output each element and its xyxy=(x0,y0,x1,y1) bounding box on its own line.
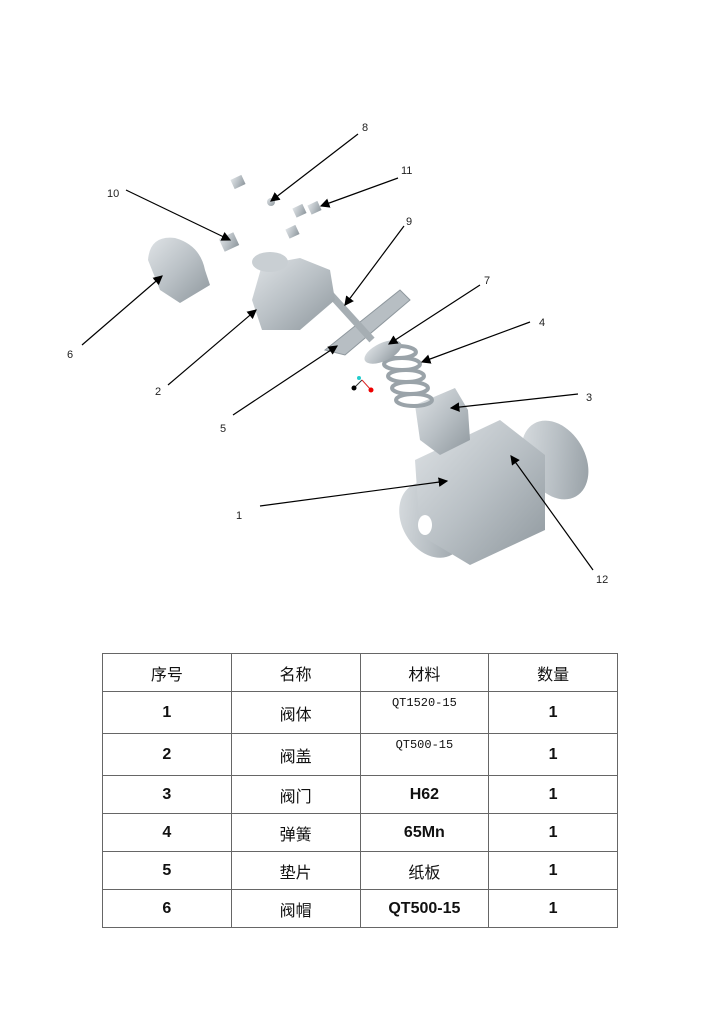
cell-name: 弹簧 xyxy=(230,813,361,852)
table-row: 6 阀帽 QT500-15 1 xyxy=(102,889,618,928)
cell-name: 阀门 xyxy=(230,775,361,814)
valve-body-part-1 xyxy=(399,420,589,565)
cell-quantity: 1 xyxy=(488,851,618,890)
header-cell: 序号 xyxy=(102,653,232,692)
cell-quantity: 1 xyxy=(488,813,618,852)
callout-7: 7 xyxy=(484,275,490,287)
cell-quantity: 1 xyxy=(488,775,618,814)
nuts xyxy=(218,174,322,252)
cell-index: 1 xyxy=(102,691,232,734)
coordinate-axes-icon xyxy=(351,376,374,393)
cell-material: QT500-15 xyxy=(359,889,490,928)
cell-name: 阀盖 xyxy=(230,733,361,776)
cell-index: 5 xyxy=(102,851,232,890)
cell-index: 6 xyxy=(102,889,232,928)
callout-2: 2 xyxy=(155,386,161,398)
cell-material: QT1520-15 xyxy=(359,691,490,734)
cell-index: 4 xyxy=(102,813,232,852)
table-row: 3 阀门 H62 1 xyxy=(102,775,618,814)
callout-1: 1 xyxy=(236,510,242,522)
bonnet-part-2 xyxy=(252,252,335,330)
callout-9: 9 xyxy=(406,216,412,228)
cell-quantity: 1 xyxy=(488,733,618,776)
cell-index: 3 xyxy=(102,775,232,814)
cell-material: 纸板 xyxy=(359,851,490,890)
cap-part-6 xyxy=(148,237,210,303)
gasket-part-5 xyxy=(323,289,411,356)
cell-name: 阀帽 xyxy=(230,889,361,928)
washer-part-7 xyxy=(364,340,402,364)
callout-4: 4 xyxy=(539,317,545,329)
leader-lines xyxy=(81,133,594,571)
callout-5: 5 xyxy=(220,423,226,435)
callout-6: 6 xyxy=(67,349,73,361)
cell-quantity: 1 xyxy=(488,691,618,734)
cell-quantity: 1 xyxy=(488,889,618,928)
callout-11: 11 xyxy=(401,165,412,177)
callout-8: 8 xyxy=(362,122,368,134)
callout-12: 12 xyxy=(596,574,608,586)
parts-table: 序号 名称 材料 数量 1 阀体 QT1520-15 1 2 阀盖 QT500-… xyxy=(102,653,618,928)
cell-material: QT500-15 xyxy=(359,733,490,776)
table-header-row: 序号 名称 材料 数量 xyxy=(102,653,618,692)
cell-material: 65Mn xyxy=(359,813,490,852)
header-cell: 材料 xyxy=(359,653,490,692)
table-row: 5 垫片 纸板 1 xyxy=(102,851,618,890)
cell-material: H62 xyxy=(359,775,490,814)
exploded-valve-diagram: 1 2 3 4 5 6 7 8 9 10 11 12 xyxy=(67,122,608,586)
callout-3: 3 xyxy=(586,392,592,404)
callout-10: 10 xyxy=(107,188,119,200)
table-row: 1 阀体 QT1520-15 1 xyxy=(102,691,618,734)
header-cell: 名称 xyxy=(230,653,361,692)
header-cell: 数量 xyxy=(488,653,618,692)
table-row: 4 弹簧 65Mn 1 xyxy=(102,813,618,852)
table-row: 2 阀盖 QT500-15 1 xyxy=(102,733,618,776)
cell-index: 2 xyxy=(102,733,232,776)
cell-name: 阀体 xyxy=(230,691,361,734)
cell-name: 垫片 xyxy=(230,851,361,890)
